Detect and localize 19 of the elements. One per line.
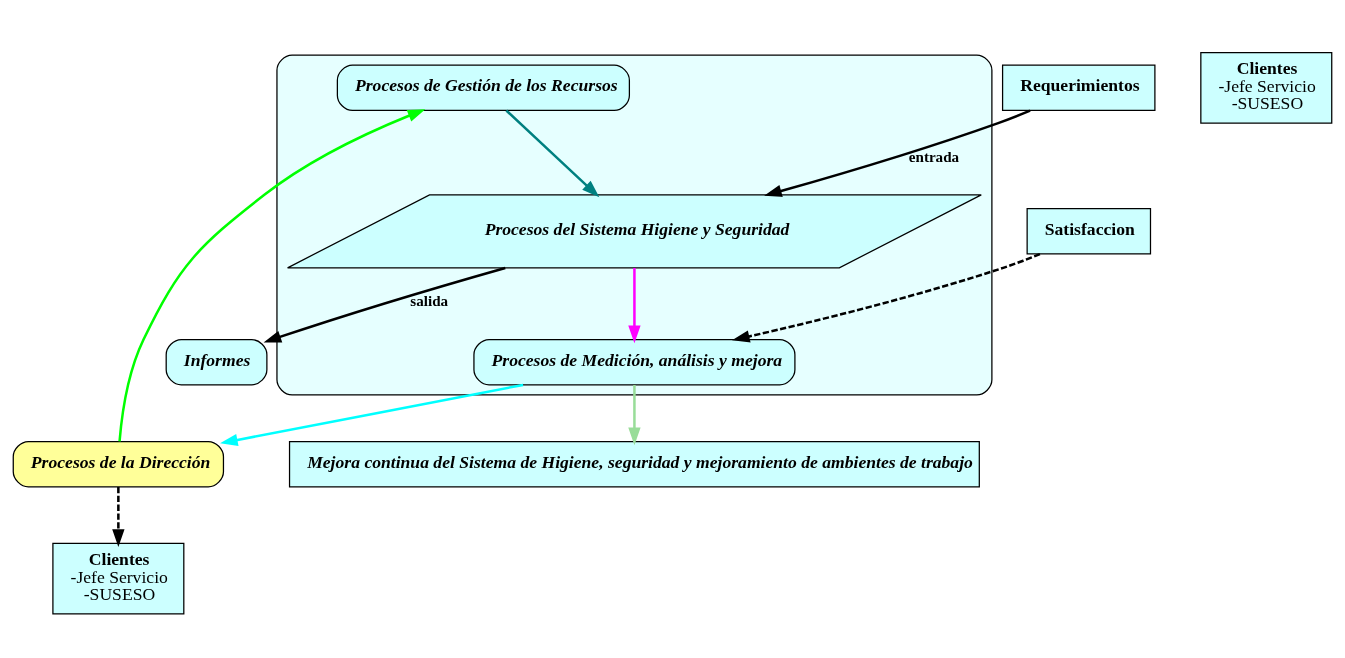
arrow [628,267,641,343]
node-box: Procesos de Gestión de los Recursos [336,64,630,111]
node-box: Clientes -Jefe Servicio -SUSESO [52,542,185,615]
node-box: Mejora continua del Sistema de Higiene, seguridad y mejoramiento de ambientes de trabajo [288,440,980,487]
node-box: Procesos de la Dirección [12,440,225,487]
edge-label: salida [410,292,449,309]
arrow [764,109,1031,197]
edge-label: entrada [908,148,960,165]
arrow [505,109,600,197]
node-box: Satisfaccion [1026,207,1152,255]
arrow [263,266,506,343]
arrow [732,252,1041,342]
node-box: Clientes -Jefe Servicio -SUSESO [1200,51,1333,124]
node-box: Informes [165,338,268,385]
node-box: Requerimientos [1001,64,1156,111]
arrow [628,384,641,445]
arrow [118,108,426,441]
arrow [112,486,125,547]
node-box: Procesos de Medición, análisis y mejora [473,338,796,385]
